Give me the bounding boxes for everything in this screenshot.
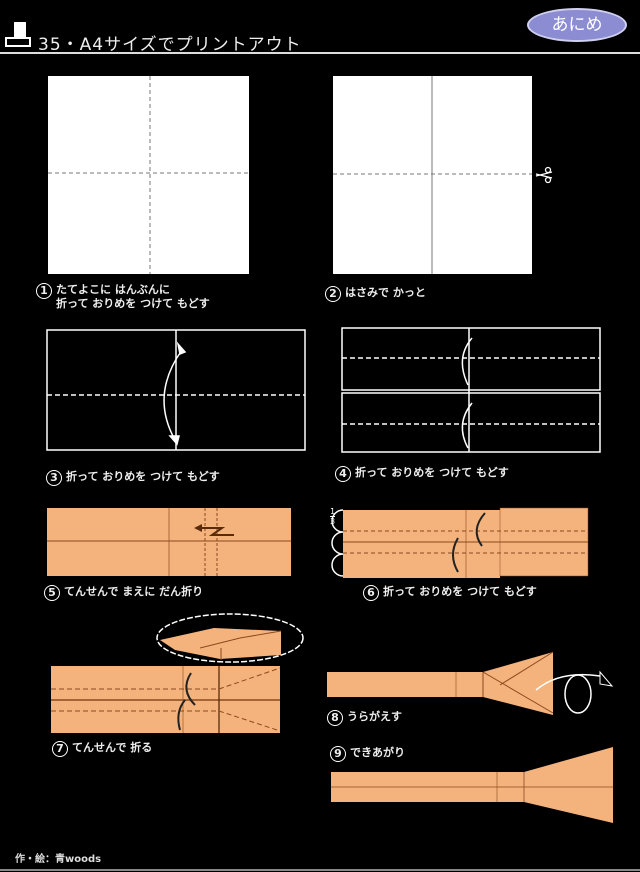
step5-strip [47, 508, 291, 576]
step-number: 8 [327, 710, 343, 726]
caption-line: できあがり [350, 746, 405, 759]
step1-square [48, 76, 249, 274]
anime-badge-button[interactable]: あにめ [527, 8, 627, 42]
caption-line: たてよこに はんぶんに [56, 283, 170, 296]
step-3-caption: 3 折って おりめを つけて もどす [46, 470, 220, 486]
pleat-arrow-icon [200, 527, 234, 536]
step-7-caption: 7 てんせんで 折る [52, 741, 152, 757]
step-6-caption: 6 折って おりめを つけて もどす [363, 585, 537, 601]
fraction-numerator: 1 [330, 507, 336, 516]
step-number: 2 [325, 286, 341, 302]
caption-line: てんせんで まえに だん折り [64, 585, 204, 598]
step-number: 4 [335, 466, 351, 482]
step-9-caption: 9 できあがり [330, 746, 405, 762]
caption-line: うらがえす [347, 710, 402, 723]
step-number: 7 [52, 741, 68, 757]
step-4-caption: 4 折って おりめを つけて もどす [335, 466, 509, 482]
step4-strips [341, 327, 601, 453]
caption-line: 折って おりめを つけて もどす [383, 585, 537, 598]
step-number: 6 [363, 585, 379, 601]
step8-shape [327, 651, 614, 715]
caption-line: はさみで かっと [345, 286, 426, 299]
caption-line: 折って おりめを つけて もどす [355, 466, 509, 479]
step-5-caption: 5 てんせんで まえに だん折り [44, 585, 203, 601]
caption-line: 折って おりめを つけて もどす [56, 297, 210, 310]
step6-strip [331, 507, 589, 578]
caption-line: 折って おりめを つけて もどす [66, 470, 220, 483]
page-title: 35・A4サイズでプリントアウト [38, 35, 302, 55]
step-number: 1 [36, 283, 52, 299]
step-8-caption: 8 うらがえす [327, 710, 402, 726]
step3-strip [46, 329, 306, 451]
caption-line: てんせんで 折る [72, 741, 153, 754]
printer-icon [5, 22, 31, 47]
scissors-icon [535, 166, 553, 184]
step7-strip [51, 666, 281, 733]
step-number: 9 [330, 746, 346, 762]
flip-over-arrow-icon [564, 674, 592, 714]
step-number: 5 [44, 585, 60, 601]
thirds-indicator-icon [331, 509, 344, 577]
fold-arrow-icon [163, 349, 183, 441]
author-credit: 作・絵：青woods [15, 854, 102, 865]
step7-detail-ellipse [156, 613, 304, 663]
fraction-denominator: 3 [330, 516, 336, 526]
fraction-label: 1 3 [330, 507, 336, 526]
step-number: 3 [46, 470, 62, 486]
step-2-caption: 2 はさみで かっと [325, 286, 426, 302]
step-1-caption: 1 たてよこに はんぶんに折って おりめを つけて もどす [36, 283, 210, 311]
step2-square [333, 76, 532, 274]
step9-finished-shape [331, 747, 613, 823]
